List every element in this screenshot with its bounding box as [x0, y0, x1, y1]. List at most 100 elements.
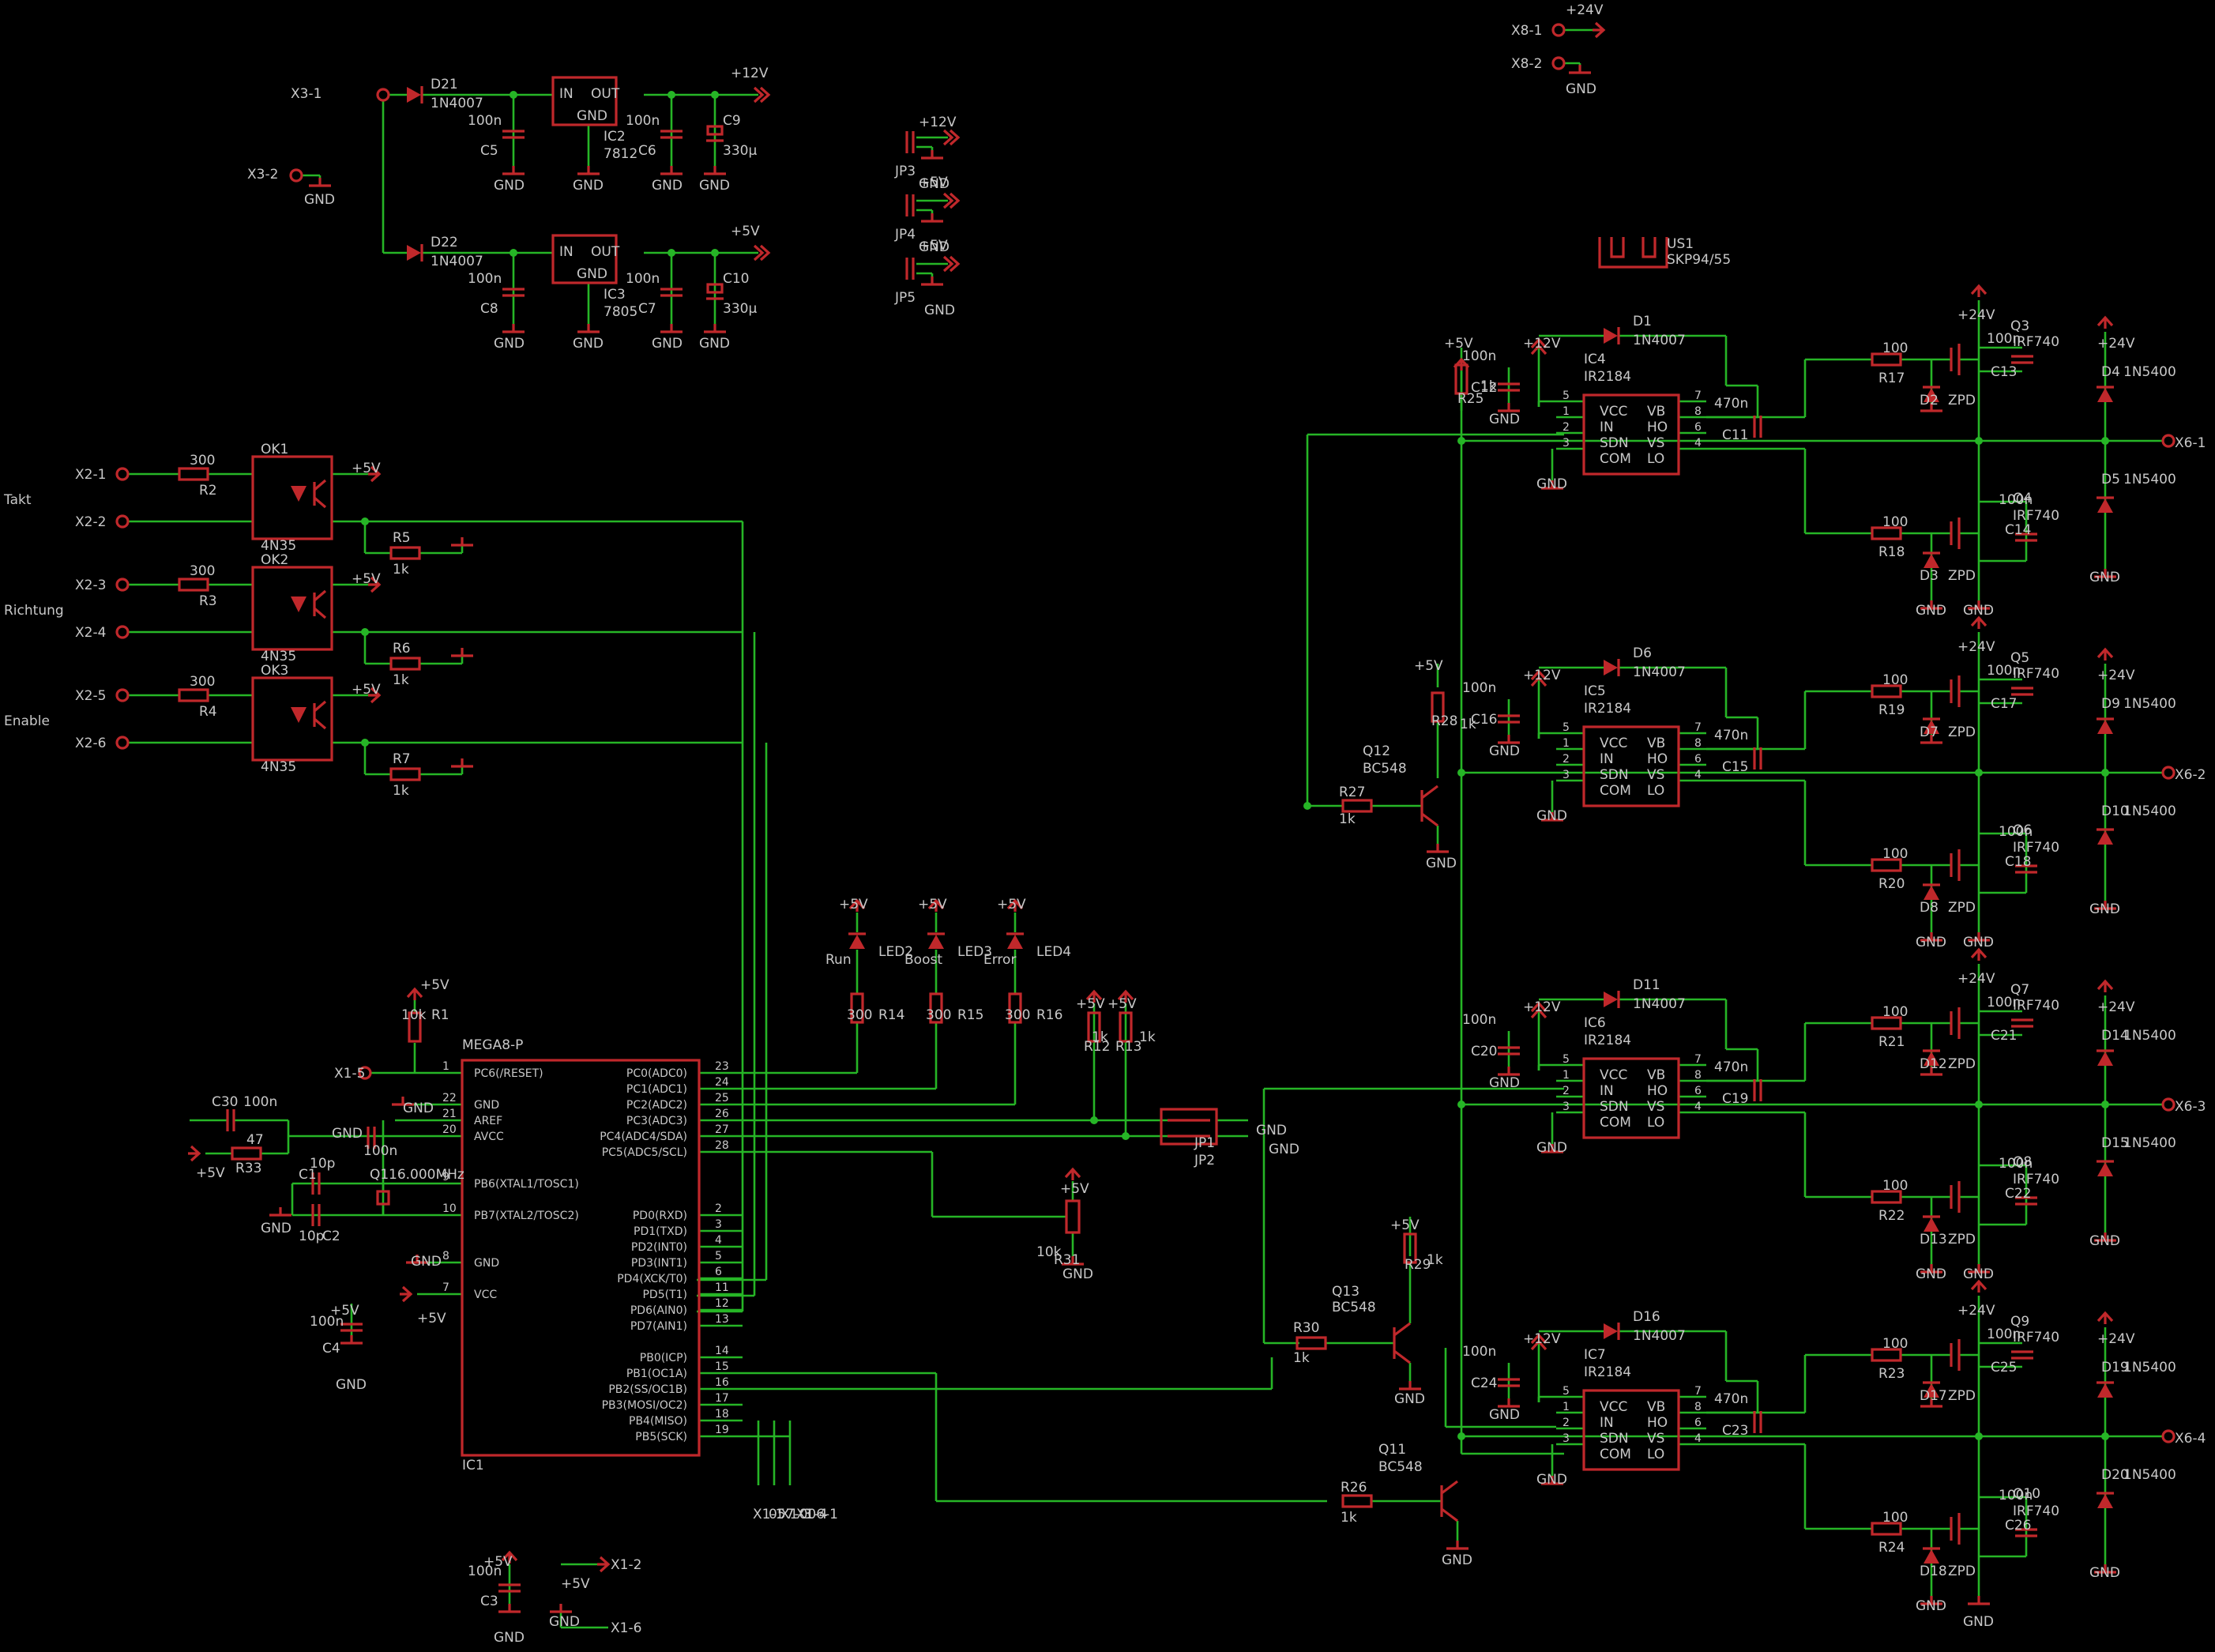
text-label: IR2184 — [1584, 369, 1631, 385]
text-label: 1 — [1563, 1401, 1570, 1413]
text-label: HO — [1647, 420, 1668, 435]
led-symbol — [291, 707, 306, 723]
gate-driver-ic6 — [1582, 1057, 1680, 1139]
resistor-symbol — [1403, 1232, 1417, 1264]
text-label: 16 — [715, 1376, 729, 1389]
mcu-ic1 — [461, 1059, 701, 1457]
text-label: 100n — [1987, 995, 2021, 1010]
text-label: PD3(INT1) — [631, 1257, 687, 1270]
text-label: GND — [2089, 1565, 2120, 1581]
text-label: 4 — [1694, 1101, 1702, 1113]
supply-arrow-icon — [942, 192, 961, 209]
diode-symbol — [1924, 388, 1939, 402]
text-label: 100n — [626, 113, 660, 129]
text-label: GND — [2089, 901, 2120, 917]
text-label: 2 — [715, 1202, 722, 1215]
diode-symbol — [1924, 1549, 1939, 1564]
text-label: GND — [573, 336, 604, 352]
text-label: D7 — [1920, 724, 1939, 740]
text-label: 6 — [1694, 1085, 1702, 1097]
text-label: R12 — [1084, 1039, 1110, 1055]
diode-symbol — [2097, 720, 2113, 734]
text-label: R3 — [199, 593, 217, 609]
text-label: SKP94/55 — [1667, 252, 1731, 268]
text-label: 8 — [1694, 1401, 1702, 1413]
text-label: C24 — [1471, 1375, 1498, 1391]
text-label: GND — [494, 336, 525, 352]
text-label: 4 — [1694, 1432, 1702, 1445]
text-label: R1 — [431, 1007, 449, 1023]
text-label: R2 — [199, 483, 217, 499]
text-label: C22 — [2005, 1186, 2032, 1202]
text-label: R6 — [393, 641, 411, 657]
text-label: 8 — [442, 1250, 449, 1263]
text-label: D15 — [2101, 1135, 2129, 1151]
text-label: 1 — [1563, 737, 1570, 750]
text-label: ZPD — [1948, 1232, 1976, 1247]
text-label: GND — [1489, 412, 1520, 427]
text-label: +24V — [1957, 1303, 1995, 1319]
text-label: COM — [1600, 783, 1631, 799]
text-label: 1N5400 — [2123, 1360, 2176, 1375]
resistor-symbol — [1008, 992, 1022, 1024]
text-label: +5V — [196, 1165, 225, 1181]
connector-terminal — [115, 514, 130, 529]
text-label: X2-1 — [75, 467, 106, 483]
text-label: 10p — [299, 1229, 324, 1244]
text-label: 15 — [715, 1360, 729, 1373]
text-label: +5V — [1414, 658, 1443, 674]
gate-driver-ic7 — [1582, 1389, 1680, 1471]
text-label: 7 — [1694, 1385, 1702, 1398]
text-label: IN — [1600, 1083, 1614, 1099]
text-label: 28 — [715, 1139, 729, 1152]
text-label: 3 — [1563, 1432, 1570, 1445]
text-label: IC4 — [1584, 352, 1606, 367]
text-label: 1N5400 — [2123, 1467, 2176, 1483]
junction-dot — [2101, 1432, 2109, 1440]
supply-arrow-icon — [1970, 1279, 1987, 1293]
optocoupler-ok3 — [251, 676, 333, 762]
text-label: VB — [1647, 736, 1665, 751]
text-label: PC6(/RESET) — [474, 1067, 543, 1080]
text-label: 100n — [363, 1143, 397, 1159]
led-symbol — [291, 596, 306, 612]
text-label: 14 — [715, 1345, 729, 1357]
text-label: 100n — [243, 1094, 277, 1110]
supply-arrow-icon — [942, 255, 961, 273]
text-label: 2 — [1563, 1085, 1570, 1097]
text-label: D4 — [2101, 364, 2120, 380]
text-label: GND — [1426, 856, 1457, 871]
text-label: LED2 — [878, 944, 913, 960]
text-label: X2-3 — [75, 578, 106, 593]
text-label: 300 — [1005, 1007, 1030, 1023]
text-label: Run — [825, 952, 852, 968]
text-label: R14 — [878, 1007, 904, 1023]
text-label: +24V — [2097, 668, 2135, 683]
text-label: X6-1 — [2175, 435, 2206, 451]
text-label: IN — [1600, 751, 1614, 767]
text-label: 057-006-1 — [769, 1507, 838, 1522]
text-label: 1k — [393, 783, 409, 799]
text-label: 100n — [626, 271, 660, 287]
text-label: C14 — [2005, 522, 2032, 538]
symbol-line — [313, 607, 327, 619]
text-label: GND — [1489, 1407, 1520, 1423]
text-label: C18 — [2005, 854, 2032, 870]
supply-arrow-icon — [848, 898, 866, 912]
text-label: PD5(T1) — [642, 1289, 687, 1301]
text-label: 100n — [1999, 1156, 2033, 1172]
text-label: ZPD — [1948, 1056, 1976, 1072]
text-label: ZPD — [1948, 900, 1976, 916]
resistor-symbol — [231, 1146, 262, 1161]
text-label: D10 — [2101, 803, 2129, 819]
text-label: R27 — [1339, 785, 1365, 800]
text-label: 27 — [715, 1123, 729, 1136]
text-label: GND — [577, 108, 607, 124]
text-label: 23 — [715, 1060, 729, 1073]
text-label: GND — [1963, 1266, 1994, 1282]
text-label: 100 — [1882, 1004, 1908, 1020]
text-label: 300 — [190, 563, 215, 579]
text-label: 21 — [442, 1108, 457, 1120]
text-label: ZPD — [1948, 1388, 1976, 1404]
text-label: 5 — [1563, 1053, 1570, 1066]
